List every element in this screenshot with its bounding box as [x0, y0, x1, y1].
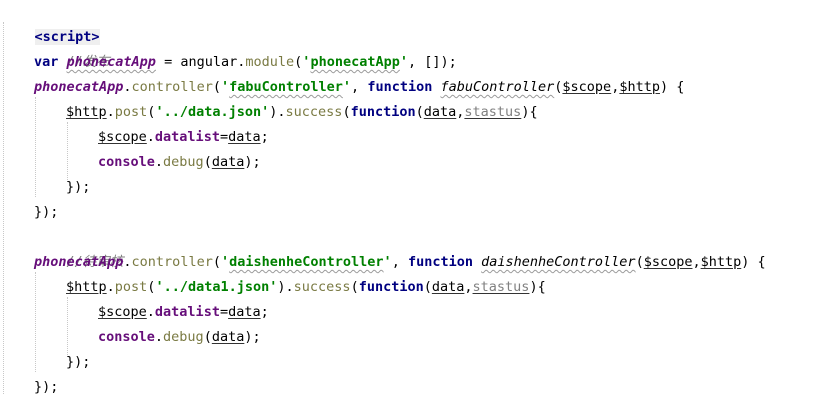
code-line: $scope.datalist=data; — [98, 129, 269, 145]
code-line: phonecatApp.controller('daishenheControl… — [34, 254, 766, 270]
code-line: $http.post('../data.json').success(funct… — [66, 104, 538, 120]
indent-guide — [67, 297, 68, 357]
datalist-prop: datalist — [154, 129, 220, 145]
comment-publish: //发布 — [66, 54, 110, 70]
scope-ref: $scope — [98, 304, 147, 320]
code-line: $http.post('../data1.json').success(func… — [66, 279, 546, 295]
success-call: success — [285, 104, 343, 120]
code-line: phonecatApp.controller('fabuController',… — [34, 79, 685, 95]
angular-object: angular — [180, 54, 238, 70]
scope-ref: $scope — [98, 129, 147, 145]
function-name: fabuController — [440, 79, 555, 95]
module-call: module — [245, 54, 295, 70]
param-http: $http — [700, 254, 742, 270]
keyword-function: function — [407, 254, 473, 270]
controller-name-string: daishenheController — [229, 254, 384, 270]
data-ref: data — [228, 129, 261, 145]
code-line: console.debug(data); — [98, 154, 261, 170]
url-string: ../data1.json — [163, 279, 270, 295]
indent-guide — [3, 22, 4, 394]
url-string: ../data.json — [163, 104, 262, 120]
controller-call: controller — [131, 254, 213, 270]
param-http: $http — [619, 79, 660, 95]
outer-close: }); — [34, 204, 59, 220]
function-name: daishenheController — [481, 254, 636, 270]
keyword-function: function — [358, 279, 424, 295]
script-open-tag: <script> — [34, 29, 100, 45]
http-ref: $http — [66, 104, 107, 120]
param-data: data — [423, 104, 457, 120]
code-line: $scope.datalist=data; — [98, 304, 269, 320]
success-call: success — [293, 279, 351, 295]
console-ref: console — [98, 154, 155, 170]
code-line: }); — [34, 200, 58, 225]
indent-guide — [35, 272, 36, 372]
code-line: }); — [34, 375, 58, 400]
data-ref: data — [211, 329, 245, 345]
app-variable: phonecatApp — [66, 54, 156, 70]
datalist-prop: datalist — [154, 304, 220, 320]
app-variable: phonecatApp — [34, 79, 124, 95]
indent-guide — [67, 122, 68, 182]
post-call: post — [114, 104, 148, 120]
param-stastus: stastus — [464, 104, 522, 120]
debug-call: debug — [163, 154, 204, 170]
keyword-var: var — [34, 54, 59, 70]
keyword-function: function — [367, 79, 433, 95]
code-line: }); — [66, 350, 90, 375]
indent-guide — [35, 97, 36, 197]
data-ref: data — [228, 304, 261, 320]
param-data: data — [431, 279, 465, 295]
code-line: //待审核 — [34, 225, 124, 270]
http-ref: $http — [66, 279, 107, 295]
app-variable: phonecatApp — [34, 254, 124, 270]
code-line: var phonecatApp = angular.module('phonec… — [34, 54, 457, 70]
debug-call: debug — [163, 329, 204, 345]
post-call: post — [114, 279, 148, 295]
keyword-function: function — [350, 104, 416, 120]
outer-close: }); — [34, 379, 59, 395]
module-name-string: phonecatApp — [310, 54, 400, 70]
inner-close: }); — [66, 354, 91, 370]
code-line: console.debug(data); — [98, 329, 261, 345]
data-ref: data — [211, 154, 245, 170]
param-scope: $scope — [562, 79, 612, 95]
code-line: <script> — [2, 0, 100, 45]
inner-close: }); — [66, 179, 91, 195]
param-stastus: stastus — [472, 279, 530, 295]
controller-call: controller — [131, 79, 213, 95]
code-line: }); — [66, 175, 90, 200]
console-ref: console — [98, 329, 155, 345]
comment-review: //待审核 — [66, 254, 124, 270]
code-line: //发布 — [34, 25, 110, 70]
param-scope: $scope — [643, 254, 693, 270]
controller-name-string: fabuController — [229, 79, 343, 95]
